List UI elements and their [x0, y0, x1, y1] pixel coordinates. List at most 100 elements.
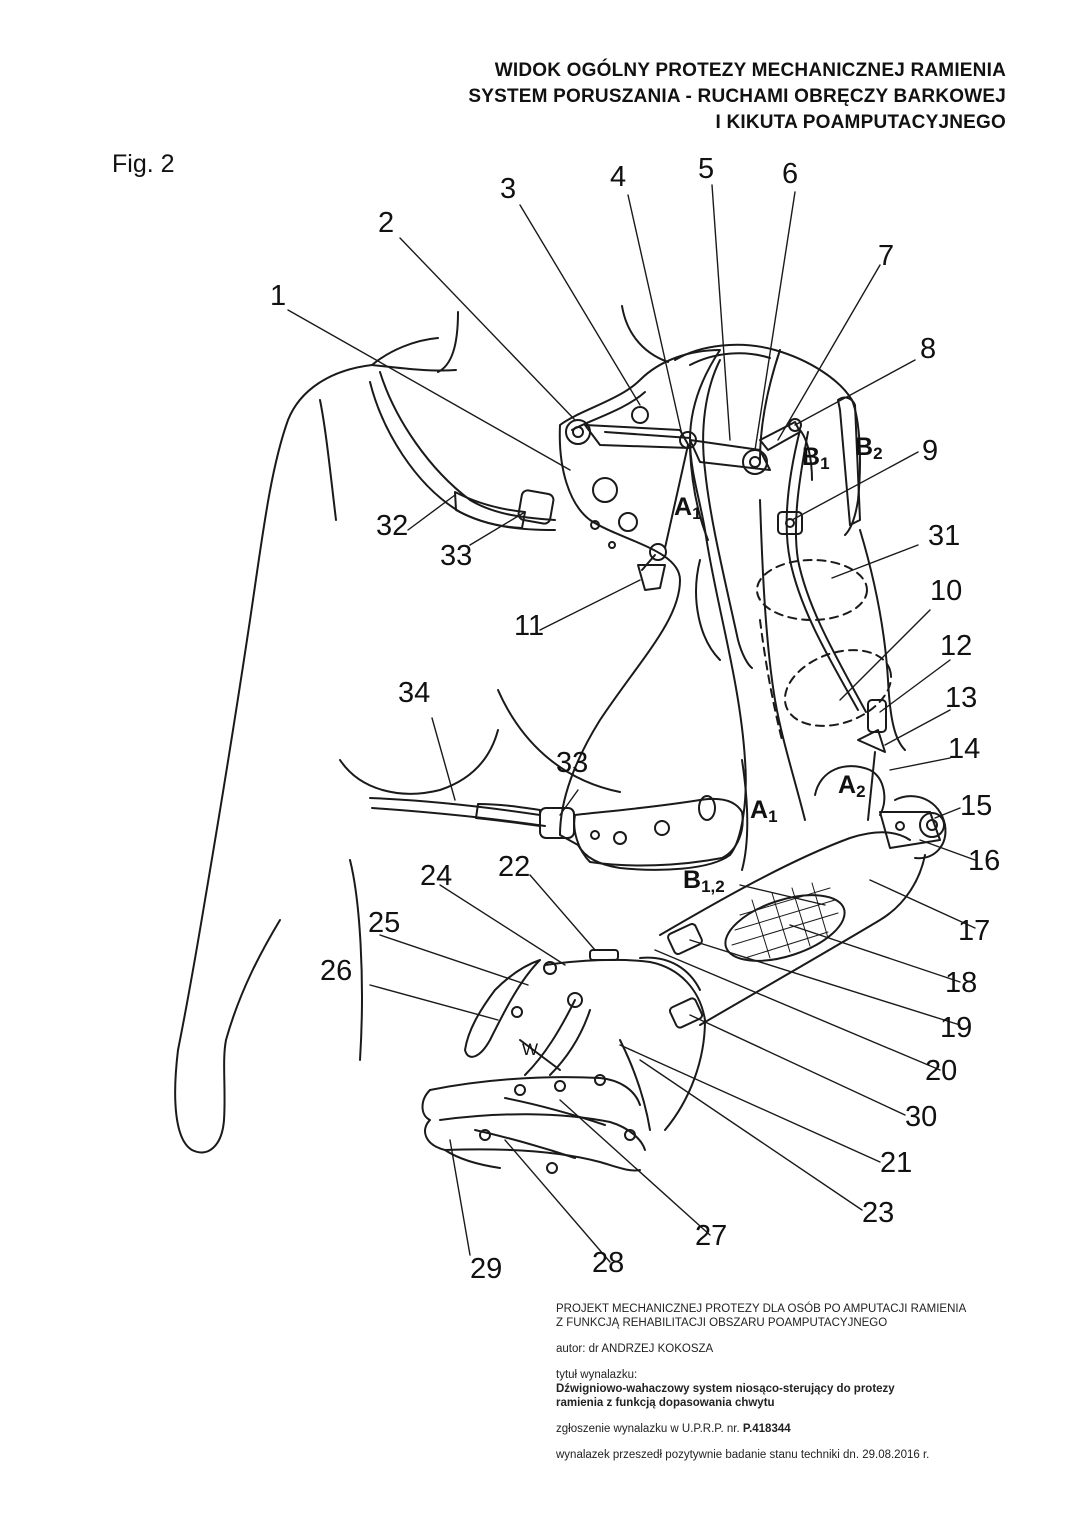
ref-22: 22: [498, 851, 530, 883]
reference-numbers: 1 2 3 4 5 6 7 8 9 10 11 12 13 14 15 16 1…: [270, 153, 1000, 1285]
pivot-6: [742, 449, 768, 475]
ref-33-upper: 33: [440, 540, 472, 572]
elbow-ring: [814, 765, 886, 816]
ref-15: 15: [960, 790, 992, 822]
label-a2: A2: [838, 771, 866, 801]
cable-a1-anchor: [649, 543, 667, 561]
cable-a1: [664, 444, 689, 549]
label-a1-top: A1: [674, 493, 702, 523]
ref-16: 16: [968, 845, 1000, 877]
ref-13: 13: [945, 682, 977, 714]
figure-label: Fig. 2: [112, 150, 175, 178]
finger-joint-3: [594, 1074, 606, 1086]
ref-7: 7: [878, 240, 894, 272]
neck-line: [437, 311, 459, 373]
ref-27: 27: [695, 1220, 727, 1252]
ref-33-lower: 33: [556, 747, 588, 779]
ref-5: 5: [698, 153, 714, 185]
index-finger: [524, 999, 591, 1076]
ref-1: 1: [270, 280, 286, 312]
finger-joint-1: [514, 1084, 526, 1096]
pivot-2: [565, 419, 591, 445]
project-footer: PROJEKT MECHANICZNEJ PROTEZY DLA OSÓB PO…: [556, 1302, 1046, 1462]
lower-strap: [369, 797, 546, 827]
application-number: zgłoszenie wynalazku w U.P.R.P. nr. P.41…: [556, 1423, 791, 1435]
hand-front: [619, 1039, 651, 1131]
label-b12: B1,2: [683, 866, 725, 896]
chest-line: [319, 399, 337, 521]
b1-bracket: [799, 429, 813, 481]
ref-12: 12: [940, 630, 972, 662]
lower-frame-plate: [573, 797, 744, 867]
lever-5: [689, 439, 771, 471]
ref-21: 21: [880, 1147, 912, 1179]
examination-note: wynalazek przeszedł pozytywnie badanie s…: [556, 1449, 930, 1461]
anchor-11: [637, 564, 666, 591]
shoulder-cap-inner: [689, 352, 771, 366]
fingers-upper: [429, 1076, 641, 1106]
b2-bracket: [837, 396, 861, 526]
lever-8-joint: [788, 418, 802, 432]
ref-24: 24: [420, 860, 452, 892]
label-b2: B2: [855, 433, 883, 463]
forearm-buckle-19: [667, 923, 703, 955]
strap-buckle-lower: [539, 807, 575, 839]
ref-30: 30: [905, 1101, 937, 1133]
waist-right: [741, 759, 749, 871]
knuckle-24: [567, 992, 583, 1008]
lower-hole-1: [590, 830, 600, 840]
leader-lines: [287, 184, 976, 1263]
cable-9: [785, 429, 859, 711]
ref-11: 11: [514, 610, 544, 642]
thumb-joint-26: [511, 1006, 523, 1018]
frame-hole-3: [590, 520, 600, 530]
ref-18: 18: [945, 967, 977, 999]
cable-9b: [794, 431, 867, 713]
finger-joint-6: [479, 1129, 491, 1141]
invention-title-line-2: ramienia z funkcją dopasowania chwytu: [556, 1397, 775, 1409]
ref-20: 20: [925, 1055, 957, 1087]
harness-strap-lower: [369, 381, 556, 531]
frame-hole-2: [618, 512, 638, 532]
cable-a2: [867, 751, 876, 821]
cable-clamp-9-pin: [785, 518, 795, 528]
ref-4: 4: [610, 161, 626, 193]
finger-27: [504, 1097, 606, 1126]
ref-10: 10: [930, 575, 962, 607]
upper-arm-shell-front: [702, 359, 753, 669]
harness-strap-pad: [454, 491, 526, 529]
title-line-1: WIDOK OGÓLNY PROTEZY MECHANICZNEJ RAMIEN…: [494, 60, 1006, 81]
project-line-1: PROJEKT MECHANICZNEJ PROTEZY DLA OSÓB PO…: [556, 1303, 967, 1315]
project-line-2: Z FUNKCJĄ REHABILITACJI OBSZARU POAMPUTA…: [556, 1317, 888, 1329]
socket-dashed-bottom: [783, 649, 893, 727]
shoulder-left: [371, 337, 439, 366]
ref-32: 32: [376, 510, 408, 542]
pivot-2-inner: [572, 426, 584, 438]
ref-29: 29: [470, 1253, 502, 1285]
breast-outline: [339, 729, 499, 795]
frame-hole-4: [608, 541, 616, 549]
elbow-link-16: [879, 811, 941, 849]
finger-rail-22: [589, 949, 619, 961]
fingers-low: [444, 1148, 641, 1172]
author: autor: dr ANDRZEJ KOKOSZA: [556, 1343, 714, 1355]
finger-joint-2: [554, 1080, 566, 1092]
upper-arm-shell-back: [759, 349, 781, 461]
tensioner-12: [867, 699, 887, 733]
ref-9: 9: [922, 435, 938, 467]
ref-3: 3: [500, 173, 516, 205]
drawing-title: WIDOK OGÓLNY PROTEZY MECHANICZNEJ RAMIEN…: [468, 58, 1006, 136]
wrist-buckle-30: [668, 997, 704, 1029]
socket-dashed-side: [759, 619, 783, 741]
upper-arm-outer: [759, 499, 806, 821]
cable-clamp-9: [777, 511, 803, 535]
finger-28: [474, 1129, 576, 1159]
tensioner-13: [857, 729, 886, 753]
ref-2: 2: [378, 207, 394, 239]
label-a1-bottom: A1: [750, 796, 778, 826]
breast-lower: [497, 689, 621, 793]
strap-buckle-upper: [517, 489, 555, 525]
lower-hole-3: [654, 820, 670, 836]
ref-26: 26: [320, 955, 352, 987]
